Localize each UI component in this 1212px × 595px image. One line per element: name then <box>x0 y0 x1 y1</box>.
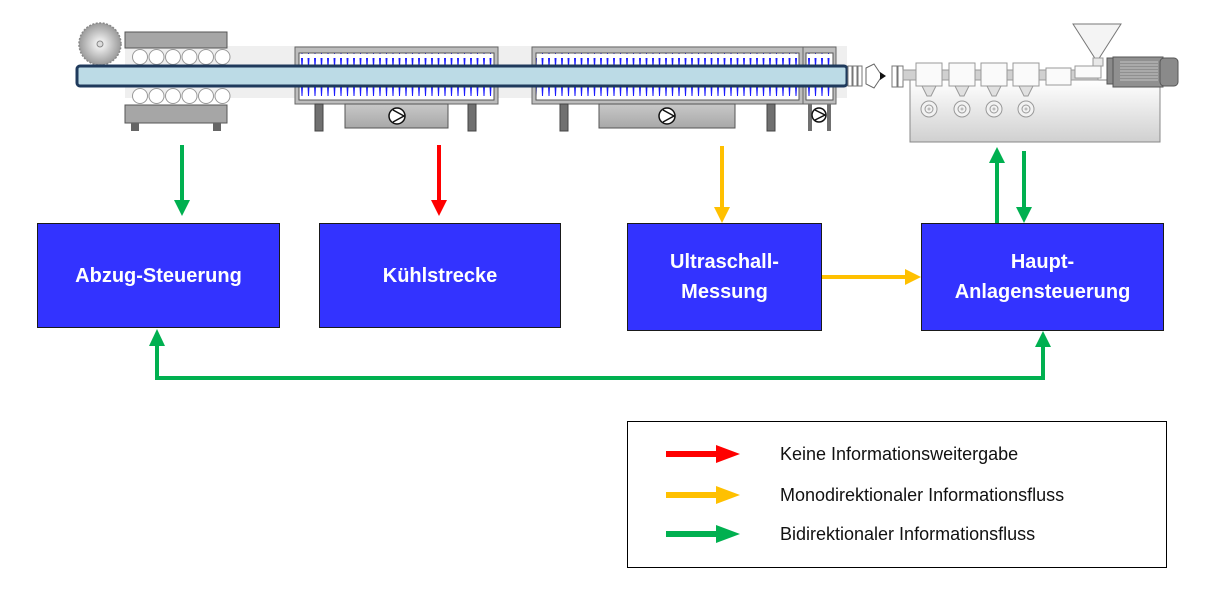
block-abzug-steuerung[interactable]: Abzug-Steuerung <box>37 223 280 328</box>
arrow-ultraschall <box>714 146 730 223</box>
block-label: Haupt- Anlagensteuerung <box>954 251 1131 303</box>
roller <box>132 88 148 104</box>
pump-icon <box>658 107 676 125</box>
legend-label: Bidirektionaler Informationsfluss <box>780 523 1036 544</box>
pump-icon <box>388 107 406 125</box>
arrow-haupt-to-extruder <box>989 147 1005 223</box>
red-arrow-icon <box>666 445 740 463</box>
green-arrow-icon <box>666 525 740 543</box>
extrusion-line-machine <box>75 22 1179 143</box>
roller <box>181 88 198 104</box>
roller <box>198 88 214 104</box>
block-haupt-anlagensteuerung[interactable]: Haupt- Anlagensteuerung <box>921 223 1164 331</box>
extruder-icon <box>902 23 1179 143</box>
haul-off-icon <box>124 31 231 131</box>
arrow-ultraschall-to-haupt <box>822 269 921 285</box>
arrow-abzug-haupt-link <box>149 329 1051 380</box>
pipe <box>75 64 849 88</box>
arrow-abzug <box>174 145 190 216</box>
block-label: Ultraschall- Messung <box>670 251 779 303</box>
block-ultraschall-messung[interactable]: Ultraschall- Messung <box>627 223 822 331</box>
legend-item-none: Keine Informationsweitergabe <box>628 442 1166 466</box>
block-label: Abzug-Steuerung <box>75 264 242 287</box>
arrow-kuehlstrecke <box>431 145 447 216</box>
motor-icon <box>1106 56 1179 88</box>
pump-icon <box>811 107 827 123</box>
roller <box>165 88 181 104</box>
legend-item-bidirectional: Bidirektionaler Informationsfluss <box>628 522 1166 546</box>
block-label: Kühlstrecke <box>382 264 498 287</box>
legend-label: Keine Informationsweitergabe <box>780 443 1019 464</box>
legend: Keine Informationsweitergabe Monodirekti… <box>627 421 1167 568</box>
legend-item-monodirectional: Monodirektionaler Informationsfluss <box>628 483 1166 507</box>
roller <box>214 88 231 104</box>
legend-label: Monodirektionaler Informationsfluss <box>780 484 1065 505</box>
yellow-arrow-icon <box>666 486 740 504</box>
block-kuehlstrecke[interactable]: Kühlstrecke <box>319 223 561 328</box>
arrow-extruder-to-haupt <box>1016 151 1032 223</box>
roller <box>148 88 165 104</box>
die-head-icon <box>847 63 904 89</box>
